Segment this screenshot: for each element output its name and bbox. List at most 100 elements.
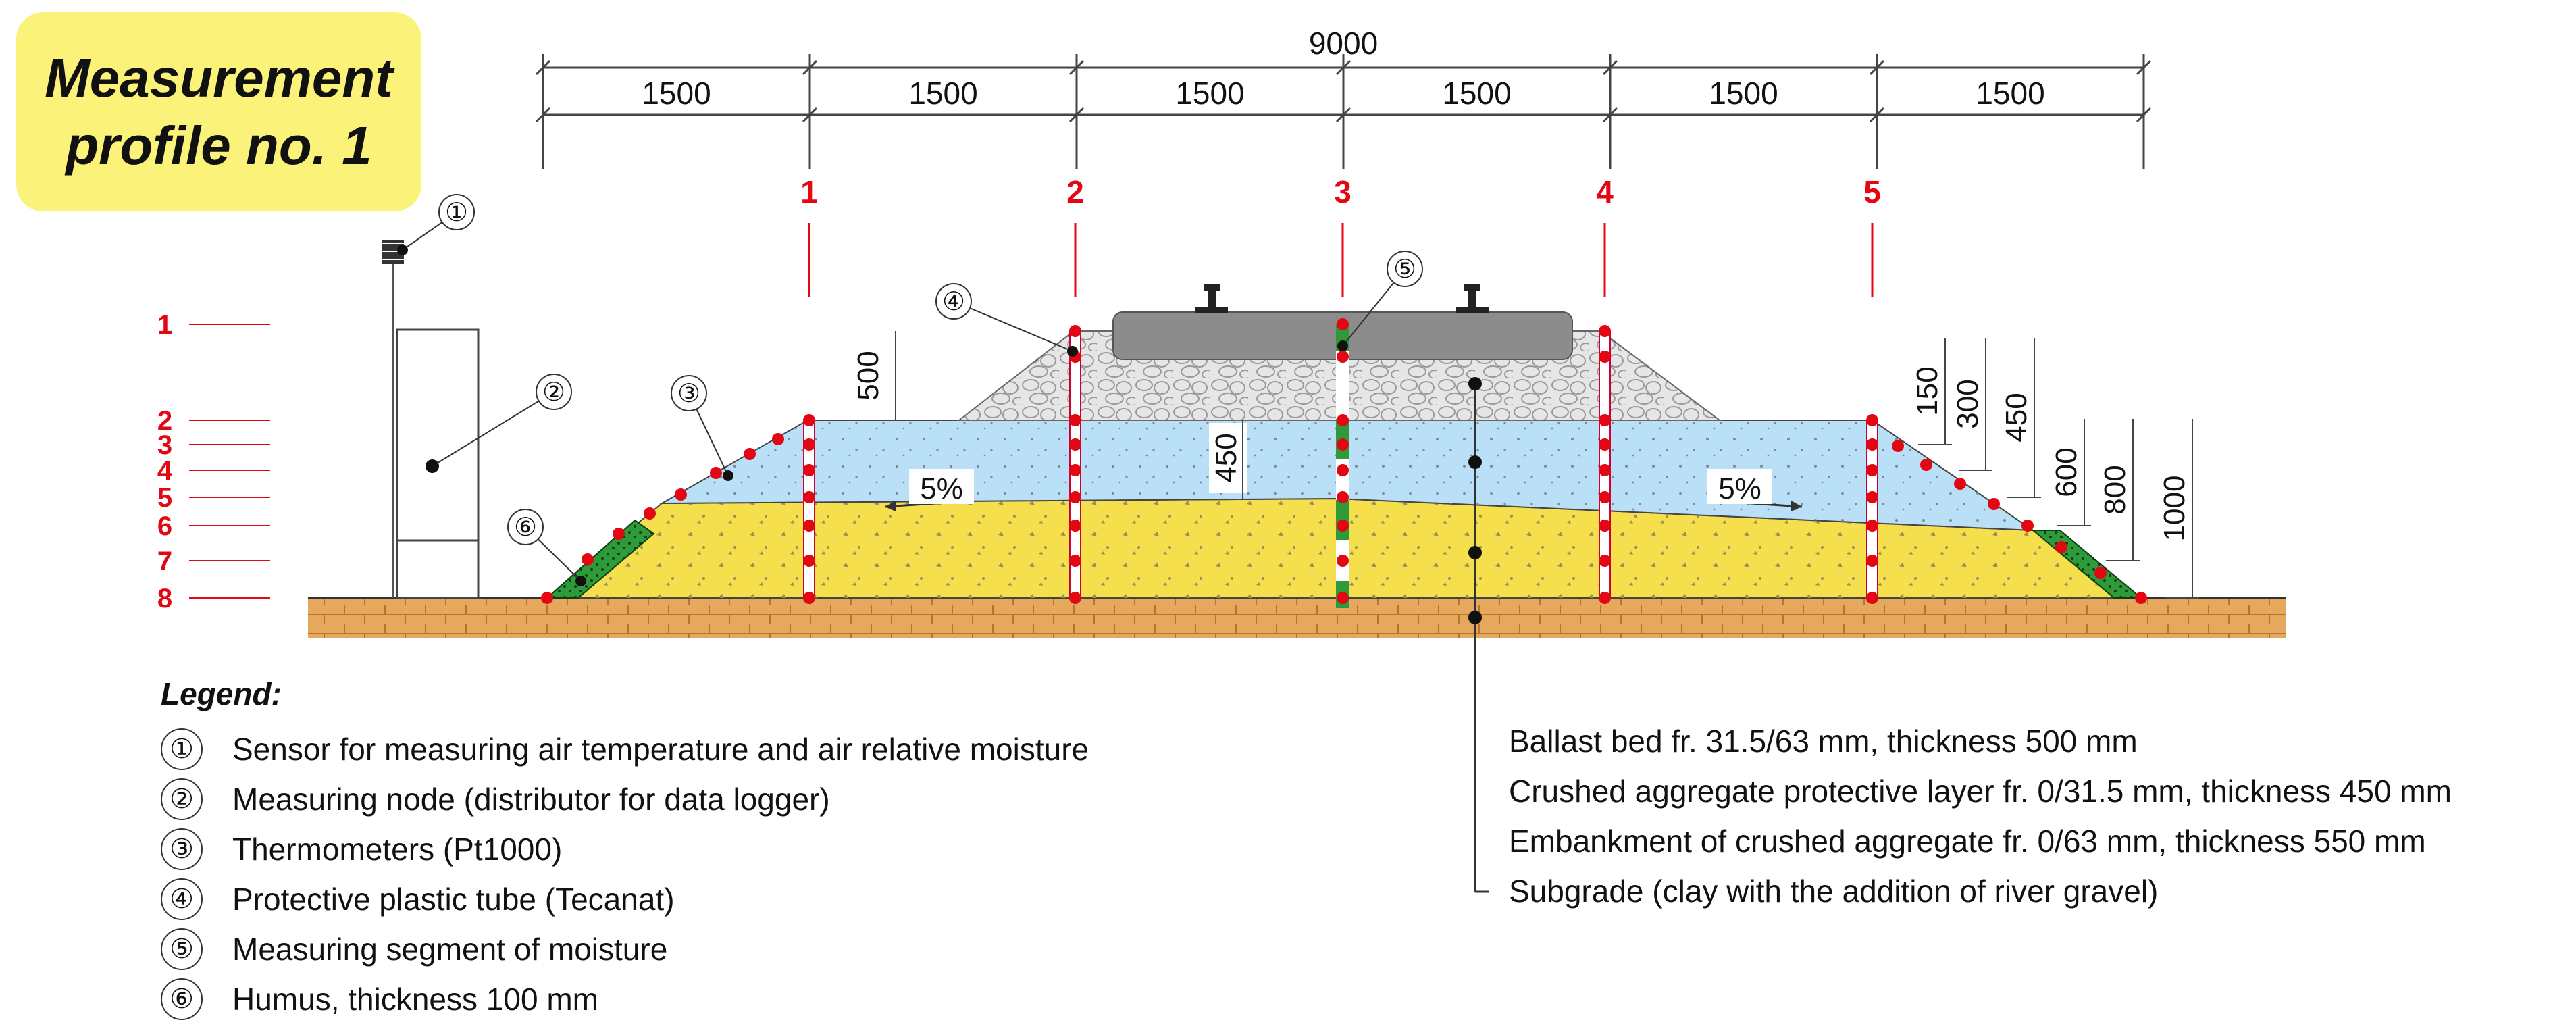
- right-dim-label: 450: [2000, 393, 2033, 442]
- callout-number: ③: [677, 378, 700, 408]
- depth-level-label: 1: [157, 310, 172, 340]
- sensor-dot: [803, 520, 815, 532]
- sensor-dot: [1920, 459, 1932, 471]
- depth-level-label: 7: [157, 547, 172, 576]
- sensor-dot: [1069, 414, 1081, 426]
- sensor-dot: [1599, 592, 1611, 604]
- depth-level-label: 8: [157, 584, 172, 613]
- sensor-dot: [1069, 520, 1081, 532]
- sensor-dot: [803, 464, 815, 476]
- slope-left-label: 5%: [920, 472, 963, 505]
- sensor-dot: [1866, 520, 1878, 532]
- depth-level-label: 6: [157, 511, 172, 541]
- legend-item: ④ Protective plastic tube (Tecanat): [161, 874, 1089, 924]
- layer-protective: Crushed aggregate protective layer fr. 0…: [1509, 774, 2452, 809]
- legend-item-text: Measuring segment of moisture: [232, 932, 668, 967]
- sensor-dot: [803, 592, 815, 604]
- sensor-dot: [803, 491, 815, 503]
- sensor-dot: [2094, 567, 2107, 579]
- ballast-height-label: 500: [852, 351, 885, 400]
- legend-item: ① Sensor for measuring air temperature an…: [161, 724, 1089, 774]
- legend-item-number: ①: [161, 728, 203, 770]
- sensor-dot: [1866, 414, 1878, 426]
- layer-embankment: Embankment of crushed aggregate fr. 0/63…: [1509, 824, 2426, 859]
- profile-marker: 2: [1066, 174, 1084, 209]
- sensor-dot: [1069, 592, 1081, 604]
- sensor-dot: [744, 448, 756, 460]
- sensor-dot: [1337, 491, 1349, 503]
- sensor-dot: [2055, 541, 2067, 553]
- layer-subgrade: Subgrade (clay with the addition of rive…: [1509, 874, 2159, 909]
- sensor-dot: [1337, 438, 1349, 451]
- sensor-dot: [1337, 318, 1349, 330]
- legend-item-text: Sensor for measuring air temperature and…: [232, 732, 1089, 767]
- sensor-dot: [1599, 351, 1611, 363]
- sensor-dot: [2135, 592, 2147, 604]
- legend-item: ③ Thermometers (Pt1000): [161, 824, 1089, 874]
- sensor-dot: [1599, 491, 1611, 503]
- sensor-dot: [803, 555, 815, 567]
- sensor-dot: [675, 488, 687, 501]
- callout-number: ⑥: [514, 512, 537, 542]
- sensor-dot: [803, 438, 815, 451]
- legend-item: ② Measuring node (distributor for data lo…: [161, 774, 1089, 824]
- title-line-2: profile no. 1: [66, 115, 372, 176]
- dim-segment: 1500: [642, 76, 711, 111]
- callout-circle: [438, 194, 475, 230]
- sensor-dot: [1599, 325, 1611, 337]
- callout-number: ④: [942, 286, 965, 316]
- dim-segment: 1500: [1175, 76, 1244, 111]
- legend-item-number: ⑤: [161, 928, 203, 970]
- sensor-dot: [1599, 414, 1611, 426]
- legend-item-number: ②: [161, 778, 203, 820]
- legend-item: ⑥ Humus, thickness 100 mm: [161, 974, 1089, 1024]
- right-dim-label: 600: [2050, 447, 2083, 497]
- depth-level-label: 2: [157, 406, 172, 436]
- callout-number: ②: [542, 377, 565, 407]
- sensor-dot: [1069, 464, 1081, 476]
- legend-item-text: Humus, thickness 100 mm: [232, 982, 598, 1017]
- title-line-1: Measurement: [45, 47, 393, 108]
- sensor-dot: [1599, 438, 1611, 451]
- layer-descriptions: Ballast bed fr. 31.5/63 mm, thickness 50…: [1509, 716, 2452, 916]
- dim-segment: 1500: [908, 76, 977, 111]
- sensor-dot: [1866, 491, 1878, 503]
- sensor-dot: [1599, 555, 1611, 567]
- depth-level-label: 5: [157, 483, 172, 513]
- callout-number: ⑤: [1393, 254, 1416, 284]
- sensor-dot: [1337, 414, 1349, 426]
- profile-marker: 3: [1334, 174, 1351, 209]
- legend-item-number: ⑥: [161, 978, 203, 1020]
- callout-circle: [671, 375, 707, 411]
- sensor-dot: [644, 507, 656, 520]
- callout-circle: [536, 374, 572, 410]
- sensor-dot: [1866, 464, 1878, 476]
- legend-item-text: Thermometers (Pt1000): [232, 832, 563, 867]
- legend-item-number: ④: [161, 878, 203, 920]
- rail-right: [1456, 284, 1489, 313]
- legend-item-text: Protective plastic tube (Tecanat): [232, 882, 675, 917]
- legend-item-number: ③: [161, 828, 203, 870]
- legend-title: Legend:: [161, 676, 282, 711]
- title-box: Measurement profile no. 1: [16, 12, 421, 211]
- sensor-dot: [1954, 478, 1966, 490]
- sensor-dot: [1866, 592, 1878, 604]
- protective-thickness-label: 450: [1210, 433, 1243, 482]
- right-dim-label: 1000: [2158, 476, 2191, 542]
- callout-circle: [507, 509, 544, 545]
- right-dim-label: 300: [1951, 379, 1984, 428]
- sensor-dot: [1892, 440, 1904, 452]
- legend: Legend: ① Sensor for measuring air temper…: [161, 676, 1089, 1024]
- sensor-dot: [613, 528, 625, 540]
- sensor-dot: [1069, 325, 1081, 337]
- legend-item-text: Measuring node (distributor for data log…: [232, 782, 830, 817]
- sensor-dot: [1337, 351, 1349, 363]
- slope-right-label: 5%: [1718, 472, 1761, 505]
- legend-item: ⑤ Measuring segment of moisture: [161, 924, 1089, 974]
- depth-level-label: 3: [157, 430, 172, 460]
- sensor-dot: [1337, 464, 1349, 476]
- sensor-dot: [1337, 592, 1349, 604]
- sensor-dot: [1069, 491, 1081, 503]
- rail-left: [1195, 284, 1228, 313]
